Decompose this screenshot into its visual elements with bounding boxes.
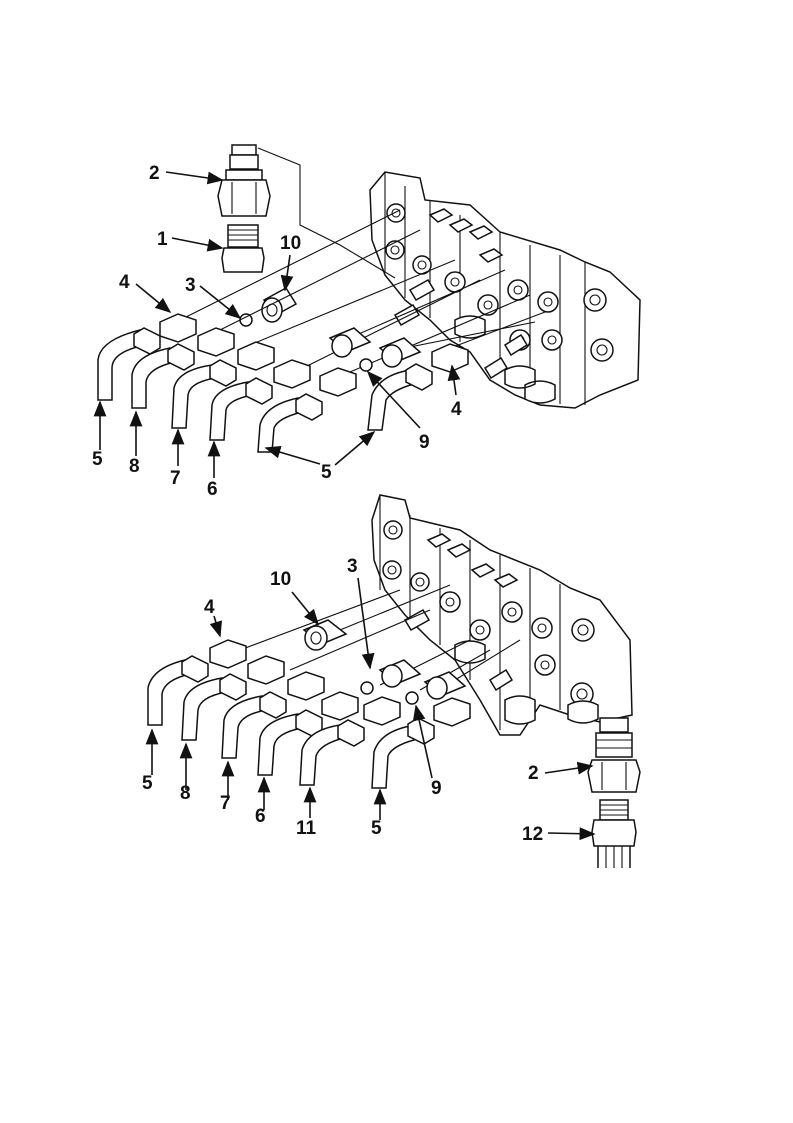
upper-tube-assemblies (97, 313, 469, 453)
upper-view: 2 1 10 4 3 5 8 7 6 5 9 4 (92, 144, 641, 500)
callout-3: 3 (347, 556, 358, 577)
callout-10: 10 (270, 569, 291, 590)
callout-7: 7 (170, 468, 181, 489)
lower-callouts: 10 3 4 5 8 7 6 11 5 9 2 12 (142, 556, 543, 845)
callout-6: 6 (255, 806, 266, 827)
lower-leader-arrows (145, 577, 596, 841)
callout-7: 7 (220, 793, 231, 814)
lower-view: 10 3 4 5 8 7 6 11 5 9 2 12 (142, 494, 641, 868)
callout-2: 2 (528, 763, 539, 784)
lower-adapter-fitting-2 (587, 717, 641, 793)
callout-6: 6 (207, 479, 218, 500)
upper-adapter-10 (261, 287, 298, 323)
callout-5: 5 (321, 462, 332, 483)
upper-leader-arrows (93, 171, 461, 478)
callout-2: 2 (149, 163, 160, 184)
callout-1: 1 (157, 229, 168, 250)
callout-5: 5 (92, 449, 103, 470)
callout-9: 9 (419, 432, 430, 453)
callout-8: 8 (129, 456, 140, 477)
callout-4: 4 (204, 597, 215, 618)
callout-8: 8 (180, 783, 191, 804)
callout-4: 4 (119, 272, 130, 293)
callout-9: 9 (431, 778, 442, 799)
upper-o-ring-3 (239, 313, 253, 327)
lower-valve-body (371, 494, 633, 736)
upper-callouts: 2 1 10 4 3 5 8 7 6 5 9 4 (92, 163, 462, 500)
callout-3: 3 (185, 275, 196, 296)
callout-4: 4 (451, 399, 462, 420)
lower-fitting-12 (591, 799, 637, 868)
upper-fitting-1 (221, 224, 265, 273)
callout-12: 12 (522, 824, 543, 845)
callout-11: 11 (296, 818, 317, 839)
callout-10: 10 (280, 233, 301, 254)
callout-5: 5 (371, 818, 382, 839)
callout-5: 5 (142, 773, 153, 794)
upper-valve-body (369, 171, 641, 409)
upper-adapter-fitting-2 (217, 144, 271, 217)
lower-tube-assemblies (147, 619, 471, 789)
